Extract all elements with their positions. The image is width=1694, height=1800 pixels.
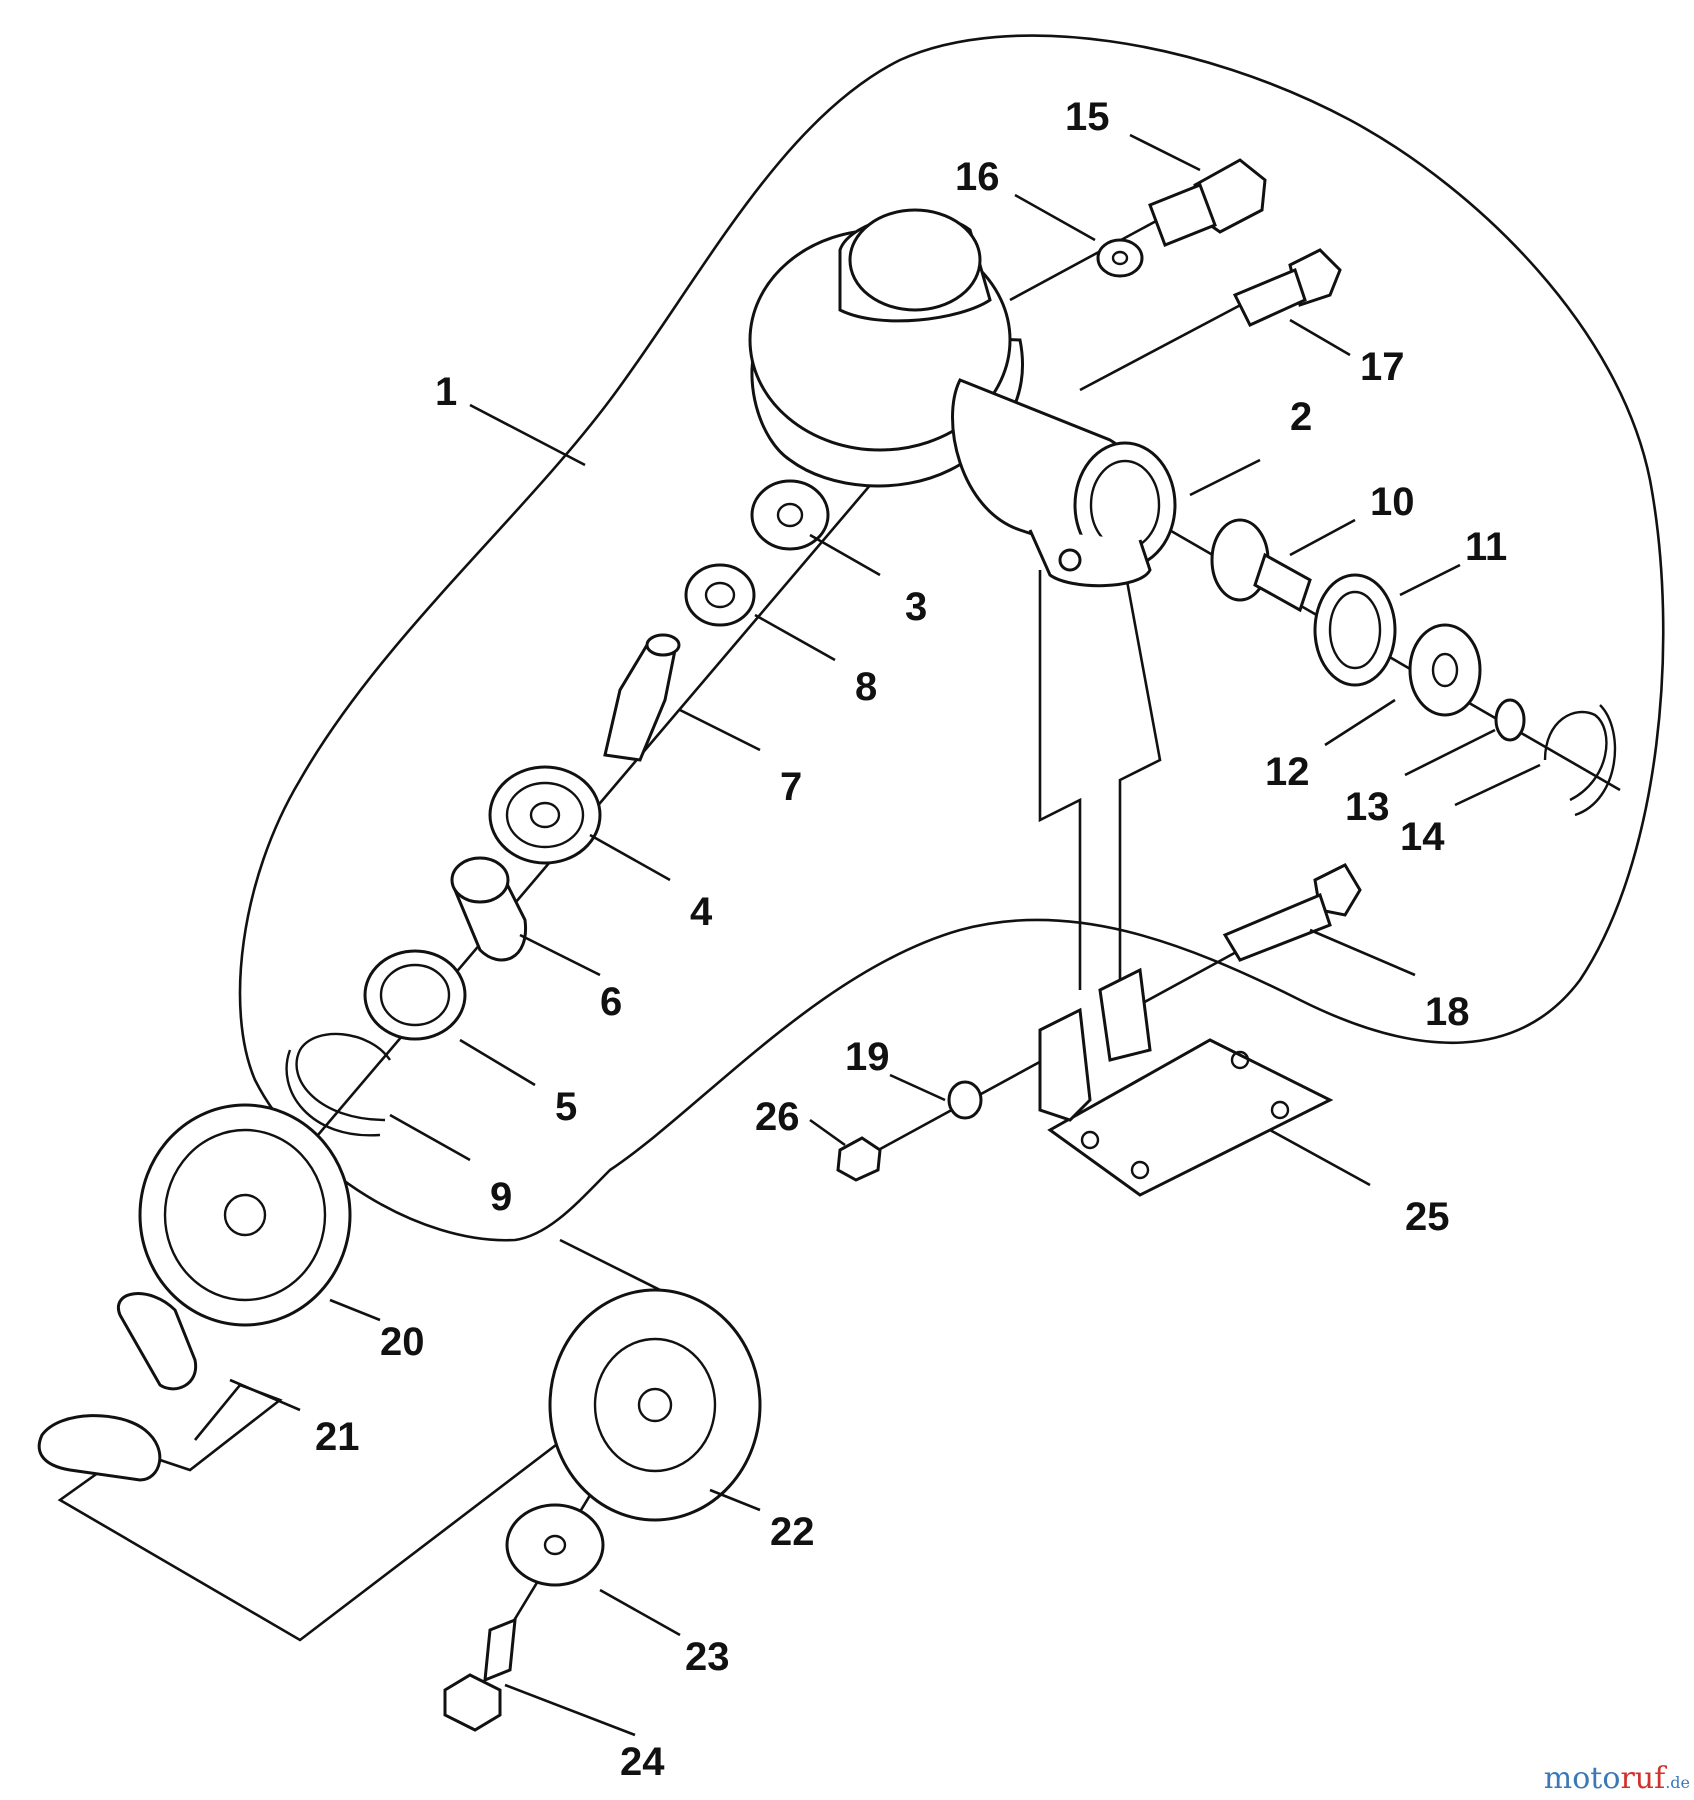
watermark-logo: motoruf.de (1544, 1761, 1690, 1796)
part-label-20: 20 (380, 1320, 425, 1364)
axis-line-bolt17 (1079, 298, 1251, 392)
leader-19 (889, 1073, 946, 1102)
leader-9 (389, 1113, 471, 1162)
part-label-5: 5 (555, 1085, 577, 1129)
leader-22 (709, 1488, 761, 1512)
part-label-3: 3 (905, 585, 927, 629)
leader-4 (589, 833, 671, 882)
shaft-7 (603, 633, 681, 762)
disc-22 (548, 1288, 762, 1522)
part-label-24: 24 (620, 1740, 665, 1784)
leader-7 (679, 708, 761, 752)
leader-20 (329, 1298, 381, 1322)
nut-26 (836, 1136, 882, 1182)
leader-18 (1309, 928, 1416, 977)
gear-8 (684, 563, 756, 627)
part-label-13: 13 (1345, 785, 1390, 829)
part-label-23: 23 (685, 1635, 730, 1679)
part-label-9: 9 (490, 1175, 512, 1219)
leader-13 (1404, 728, 1496, 777)
gear-case (748, 208, 1177, 588)
part-label-17: 17 (1360, 345, 1405, 389)
part-label-14: 14 (1400, 815, 1445, 859)
bracket-link-outline (1038, 569, 1162, 990)
clip-21 (37, 1292, 198, 1482)
leader-15 (1129, 133, 1201, 172)
leader-16 (1014, 193, 1096, 242)
seal-5 (363, 949, 467, 1041)
part-label-11: 11 (1465, 525, 1507, 569)
watermark-part2: ruf (1620, 1761, 1666, 1796)
leader-8 (754, 613, 836, 662)
leader-17 (1289, 318, 1351, 357)
circlip-9 (285, 1032, 391, 1137)
watermark-suffix: .de (1665, 1773, 1690, 1792)
leader-12 (1324, 698, 1396, 747)
part-label-15: 15 (1065, 95, 1110, 139)
part-label-21: 21 (315, 1415, 360, 1459)
assembly-outline (238, 34, 1665, 1242)
leader-10 (1289, 518, 1356, 557)
part-label-7: 7 (780, 765, 802, 809)
part-label-12: 12 (1265, 750, 1310, 794)
leader-21 (229, 1378, 301, 1412)
part-label-6: 6 (600, 980, 622, 1024)
leader-23 (599, 1588, 681, 1637)
leader-11 (1399, 563, 1461, 597)
bevel-gear-10 (1210, 518, 1312, 613)
part-label-4: 4 (690, 890, 713, 934)
leader-2 (1189, 458, 1261, 497)
part-label-22: 22 (770, 1510, 815, 1554)
bolt-15 (1148, 158, 1267, 247)
part-label-8: 8 (855, 665, 877, 709)
washer-19 (947, 1080, 983, 1120)
leader-3 (809, 533, 881, 577)
part-label-26: 26 (755, 1095, 800, 1139)
bearing-3 (750, 479, 830, 551)
axis-line-bolt18 (1129, 948, 1241, 1012)
bearing-11 (1313, 573, 1397, 687)
leader-5 (459, 1038, 536, 1087)
leader-14 (1454, 763, 1541, 807)
leader-6 (519, 933, 601, 977)
part-label-1: 1 (435, 370, 457, 414)
bearing-12 (1408, 623, 1482, 717)
bolt-24 (443, 1617, 517, 1732)
part-label-2: 2 (1290, 395, 1312, 439)
washer-13 (1494, 698, 1526, 742)
part-label-18: 18 (1425, 990, 1470, 1034)
watermark-part1: moto (1543, 1761, 1621, 1796)
cup-23 (505, 1503, 605, 1587)
bolt-18 (1222, 863, 1362, 962)
leader-26 (809, 1118, 846, 1147)
circlip-14 (1543, 704, 1617, 817)
leader-1 (469, 403, 586, 467)
part-label-19: 19 (845, 1035, 890, 1079)
washer-16 (1096, 238, 1144, 278)
part-label-10: 10 (1370, 480, 1415, 524)
leader-25 (1269, 1128, 1371, 1187)
bracket-25 (1038, 967, 1334, 1197)
bearing-4 (488, 765, 602, 865)
leader-24 (504, 1683, 636, 1737)
part-label-16: 16 (955, 155, 1000, 199)
part-label-25: 25 (1405, 1195, 1450, 1239)
guard-plate-20 (138, 1103, 352, 1327)
spacer-6 (450, 856, 528, 962)
bolt-17 (1232, 248, 1342, 327)
